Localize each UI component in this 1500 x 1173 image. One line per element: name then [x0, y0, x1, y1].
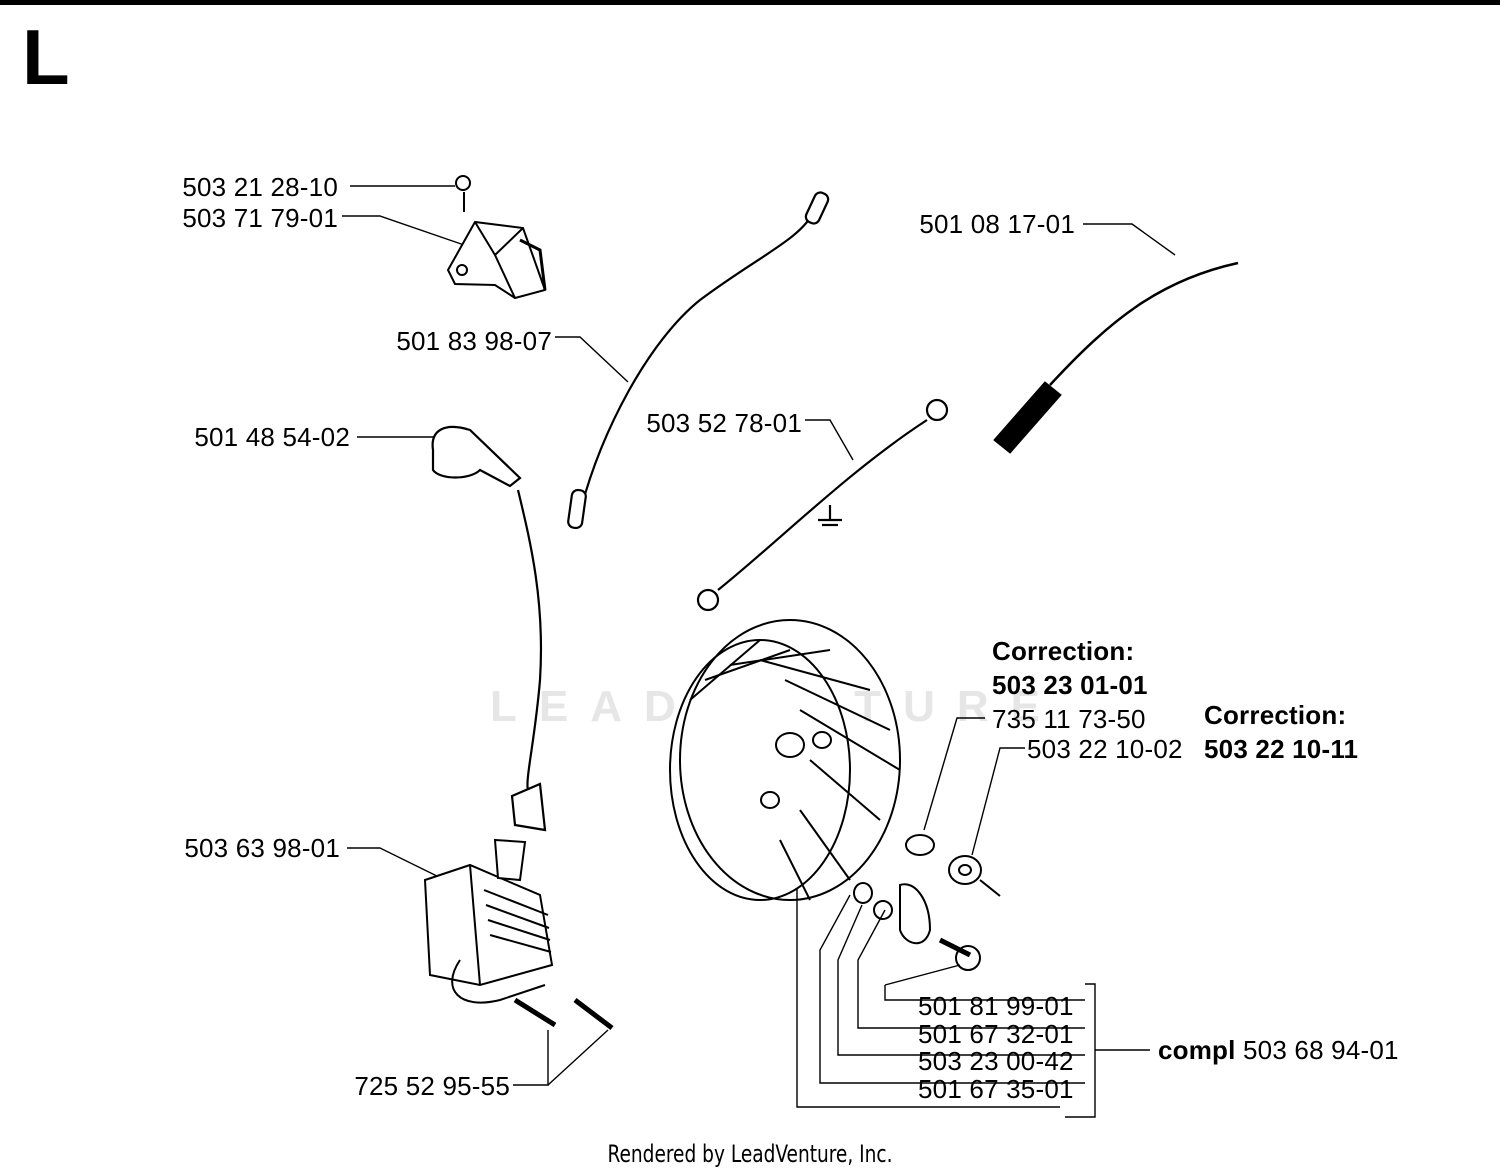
spark-cap-and-lead — [431, 425, 547, 832]
part-label-spring: 503 23 00-42 — [918, 1046, 1074, 1076]
section-letter: L — [22, 13, 70, 101]
part-label-module: 503 71 79-01 — [182, 203, 338, 233]
part-label-key: 735 11 73-50 — [992, 704, 1146, 734]
compl-word: compl — [1158, 1035, 1236, 1065]
correction-1-title: Correction: — [992, 636, 1135, 666]
part-label-ignition-coil: 503 63 98-01 — [184, 833, 340, 863]
ignition-module — [446, 175, 547, 300]
ignition-coil — [423, 838, 614, 1030]
compl-number: 503 68 94-01 — [1243, 1035, 1399, 1065]
part-label-nut: 503 22 10-02 — [1027, 734, 1183, 764]
correction-2-number: 503 22 10-11 — [1204, 734, 1359, 764]
part-label-hv-lead: 501 08 17-01 — [919, 209, 1075, 239]
part-label-screw-top: 503 21 28-10 — [182, 172, 338, 202]
footer-rendered-by: Rendered by LeadVenture, Inc. — [607, 1140, 893, 1168]
compl-label: compl 503 68 94-01 — [1158, 1037, 1399, 1063]
part-label-screw-pawl: 501 81 99-01 — [918, 991, 1074, 1021]
correction-2-title: Correction: — [1204, 700, 1347, 730]
correction-1-number: 503 23 01-01 — [992, 670, 1148, 700]
part-label-pawl: 501 67 35-01 — [918, 1074, 1074, 1104]
part-label-washer: 501 67 32-01 — [918, 1019, 1074, 1049]
leader-lines — [342, 185, 1176, 1118]
part-label-wire-short: 501 83 98-07 — [396, 326, 552, 356]
ground-wire — [696, 398, 949, 612]
part-label-ground-wire: 503 52 78-01 — [646, 408, 802, 438]
part-label-coil-screws: 725 52 95-55 — [354, 1071, 510, 1101]
high-voltage-lead — [993, 261, 1239, 454]
pawl-assembly — [853, 882, 981, 971]
flywheel — [669, 619, 1001, 901]
part-label-spark-cap: 501 48 54-02 — [194, 422, 350, 452]
short-wire — [567, 191, 830, 530]
top-border-line — [0, 0, 1500, 5]
